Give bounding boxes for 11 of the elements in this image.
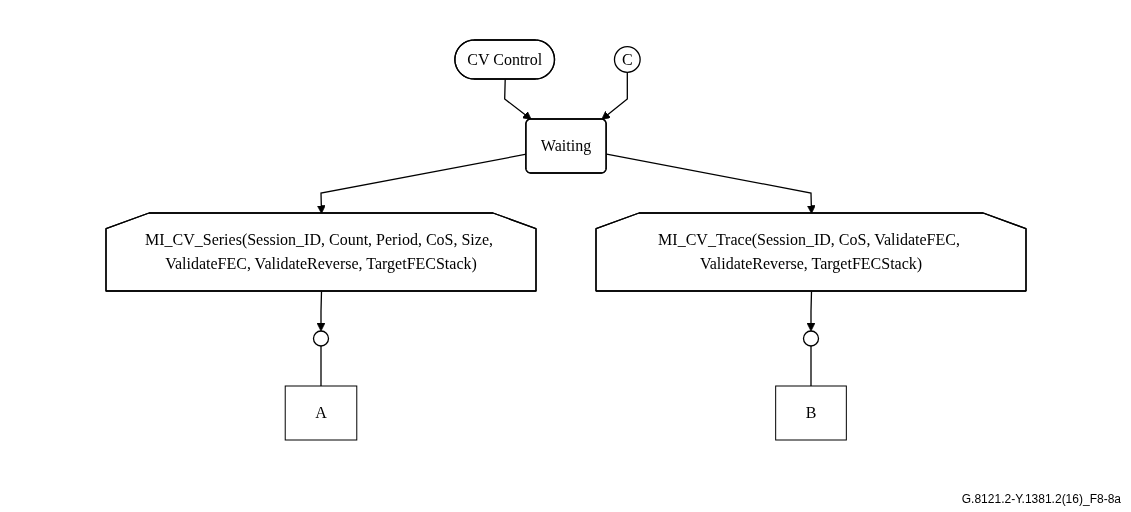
- node-label: B: [805, 404, 816, 421]
- arrow: [806, 290, 815, 332]
- arrow: [503, 78, 532, 120]
- figure-caption: G.8121.2-Y.1381.2(16)_F8-8a: [961, 492, 1121, 506]
- arrow: [316, 290, 325, 332]
- node-label: A: [314, 404, 327, 421]
- node-circle: [312, 330, 329, 347]
- arrow: [600, 71, 628, 120]
- node-circle: C: [613, 46, 641, 73]
- node-circle: [802, 330, 819, 347]
- arrow: [605, 153, 816, 214]
